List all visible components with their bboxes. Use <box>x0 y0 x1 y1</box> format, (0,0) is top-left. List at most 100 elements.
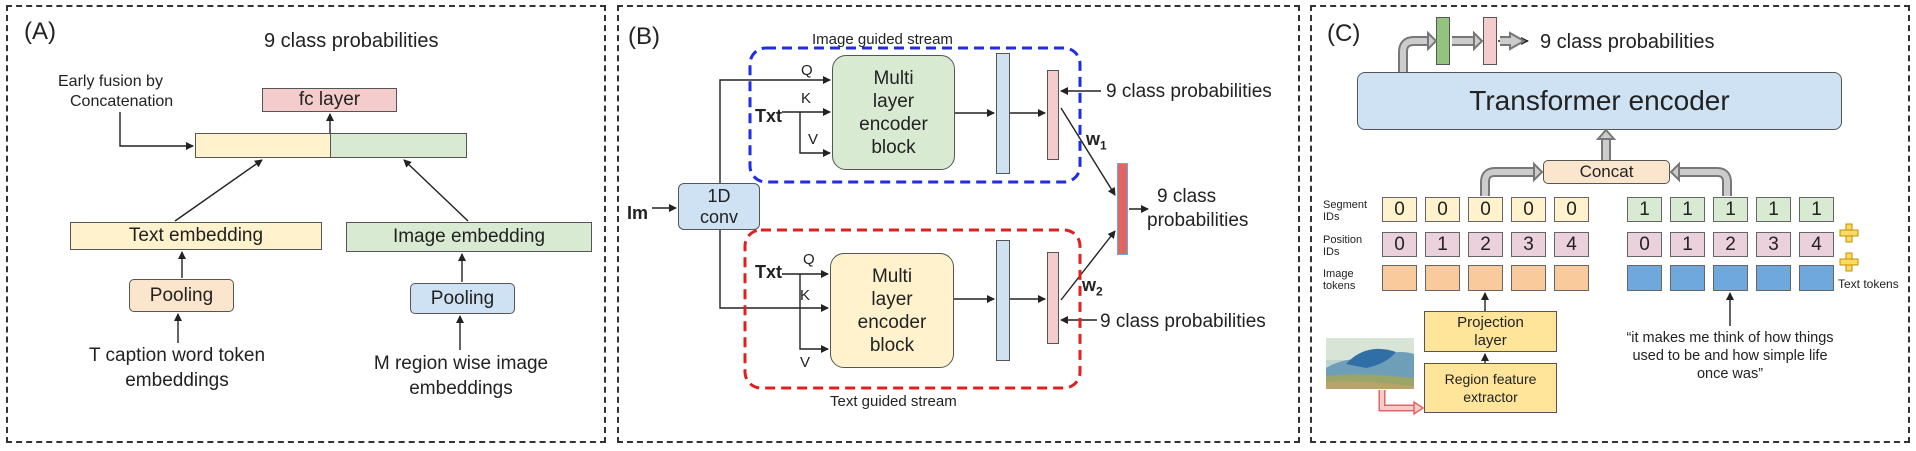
b-enc-bot-line-1: Multi <box>871 265 913 287</box>
panel-c <box>1310 5 1910 443</box>
c-txt-token-0 <box>1627 265 1662 291</box>
c-txt-seg-2: 1 <box>1713 197 1748 222</box>
b-image-stream-title: Image guided stream <box>812 31 953 48</box>
c-text-tokens-label: Text tokens <box>1838 277 1899 291</box>
b-enc-bot-line-4: block <box>869 334 915 356</box>
c-img-seg-1: 0 <box>1425 197 1460 222</box>
panel-c-label: (C) <box>1327 20 1361 47</box>
c-pink-head <box>1483 17 1497 65</box>
c-proj-line-1: Projection <box>1457 313 1524 331</box>
b-wire-conv-to-bottom-k <box>719 230 829 312</box>
c-position-ids-label: Position IDs <box>1323 234 1362 258</box>
b-prob-bar-top <box>1047 70 1059 160</box>
c-txt-seg-1: 1 <box>1670 197 1705 222</box>
c-region-line-1: Region feature <box>1444 371 1537 387</box>
c-thick-head-out <box>1509 31 1527 51</box>
c-region-extractor: Region feature extractor <box>1424 363 1557 413</box>
b-k-bottom: K <box>800 287 811 304</box>
b-v-bottom: V <box>800 354 811 371</box>
c-img-seg-0: 0 <box>1382 197 1417 222</box>
c-txt-seg-4: 1 <box>1799 197 1834 222</box>
c-segment-ids-label: Segment IDs <box>1323 199 1367 223</box>
c-pink-arrow-painting <box>1378 390 1414 412</box>
c-txt-pos-4: 4 <box>1799 232 1834 257</box>
c-img-token-4 <box>1554 265 1589 291</box>
c-img-pos-0: 0 <box>1382 232 1417 257</box>
c-img-token-1 <box>1425 265 1460 291</box>
b-w2-sub: 2 <box>1096 284 1103 299</box>
c-txt-pos-3: 3 <box>1756 232 1791 257</box>
a-pooling-right: Pooling <box>410 283 515 314</box>
a-arrow-fusion-label <box>119 112 194 150</box>
c-quote-1: “it makes me think of how things <box>1626 330 1834 346</box>
b-enc-top-line-1: Multi <box>873 67 914 89</box>
b-text-stream-title: Text guided stream <box>830 393 957 410</box>
a-text-input-1: T caption word token <box>88 345 266 366</box>
a-fusion-label-1: Early fusion by <box>58 73 163 90</box>
a-image-input-2: embeddings <box>409 378 513 399</box>
c-thick-head-green <box>1427 30 1438 52</box>
c-img-seg-4: 0 <box>1554 197 1589 222</box>
b-arrow-w2 <box>1060 230 1116 301</box>
c-txt-pos-2: 2 <box>1713 232 1748 257</box>
b-enc-bot-line-2: layer <box>871 288 913 310</box>
a-fusion-label-2: Concatenation <box>70 93 174 110</box>
b-k-top: K <box>801 90 812 107</box>
b-w1-w: w <box>1086 129 1101 149</box>
c-quote-2: used to be and how simple life <box>1632 348 1828 364</box>
b-im-input: Im <box>627 203 649 223</box>
c-proj-line-2: layer <box>1474 331 1507 349</box>
c-txt-pos-1: 1 <box>1670 232 1705 257</box>
c-region-line-2: extractor <box>1463 389 1518 405</box>
a-arrow-image-to-fused <box>403 159 469 222</box>
b-v-top: V <box>808 131 819 148</box>
b-encoder-top: Multi layer encoder block <box>832 55 955 170</box>
a-text-embedding: Text embedding <box>70 222 322 250</box>
b-conv-line-2: conv <box>699 206 739 227</box>
a-fc-layer: fc layer <box>262 88 397 112</box>
c-painting-thumbnail <box>1326 338 1414 389</box>
c-txt-pos-0: 0 <box>1627 232 1662 257</box>
a-arrow-text-to-fused <box>174 159 263 222</box>
b-wire-conv-to-top-q <box>719 76 831 183</box>
b-txt-input-bottom: Txt <box>755 262 782 282</box>
b-enc-top-line-3: encoder <box>859 113 928 135</box>
c-txt-token-1 <box>1670 265 1705 291</box>
a-fused-image-half <box>330 133 467 158</box>
c-pos-label-1: Position <box>1323 234 1363 246</box>
c-txt-token-3 <box>1756 265 1791 291</box>
c-plus-icon-2 <box>1839 252 1859 272</box>
b-wire-bot-txt-v <box>799 274 829 353</box>
c-img-pos-3: 3 <box>1511 232 1546 257</box>
a-text-input-2: embeddings <box>125 370 229 391</box>
b-prob-top-label: 9 class probabilities <box>1106 81 1272 102</box>
c-txt-seg-3: 1 <box>1756 197 1791 222</box>
c-img-seg-2: 0 <box>1468 197 1503 222</box>
c-pos-label-2: IDs <box>1323 246 1340 258</box>
b-w2-label: w2 <box>1082 275 1103 299</box>
c-image-tokens-label: Image tokens <box>1323 268 1355 292</box>
c-img-pos-1: 1 <box>1425 232 1460 257</box>
c-img-token-2 <box>1468 265 1503 291</box>
c-txt-token-4 <box>1799 265 1834 291</box>
b-image-stream-frame <box>748 46 1082 184</box>
c-thick-head-enc <box>1595 128 1617 140</box>
c-concat: Concat <box>1543 160 1670 184</box>
b-q-bottom: Q <box>803 251 815 268</box>
c-projection-layer: Projection layer <box>1424 311 1557 352</box>
b-arrow-w1 <box>1060 107 1116 196</box>
a-image-input-1: M region wise image <box>373 353 549 374</box>
a-output-label: 9 class probabilities <box>264 30 439 52</box>
b-feature-bar-bottom <box>996 240 1010 361</box>
b-w2-w: w <box>1082 275 1097 295</box>
b-q-top: Q <box>801 62 813 79</box>
b-prob-bottom-label: 9 class probabilities <box>1100 311 1266 332</box>
a-fused-text-half <box>195 133 331 158</box>
b-1d-conv: 1D conv <box>678 183 760 230</box>
b-output-1: 9 class <box>1157 186 1217 207</box>
a-pooling-left: Pooling <box>129 279 234 312</box>
b-output-2: probabilities <box>1147 210 1249 231</box>
c-img-seg-3: 0 <box>1511 197 1546 222</box>
panel-a-label: (A) <box>24 18 56 45</box>
c-output-label: 9 class probabilities <box>1540 31 1715 53</box>
